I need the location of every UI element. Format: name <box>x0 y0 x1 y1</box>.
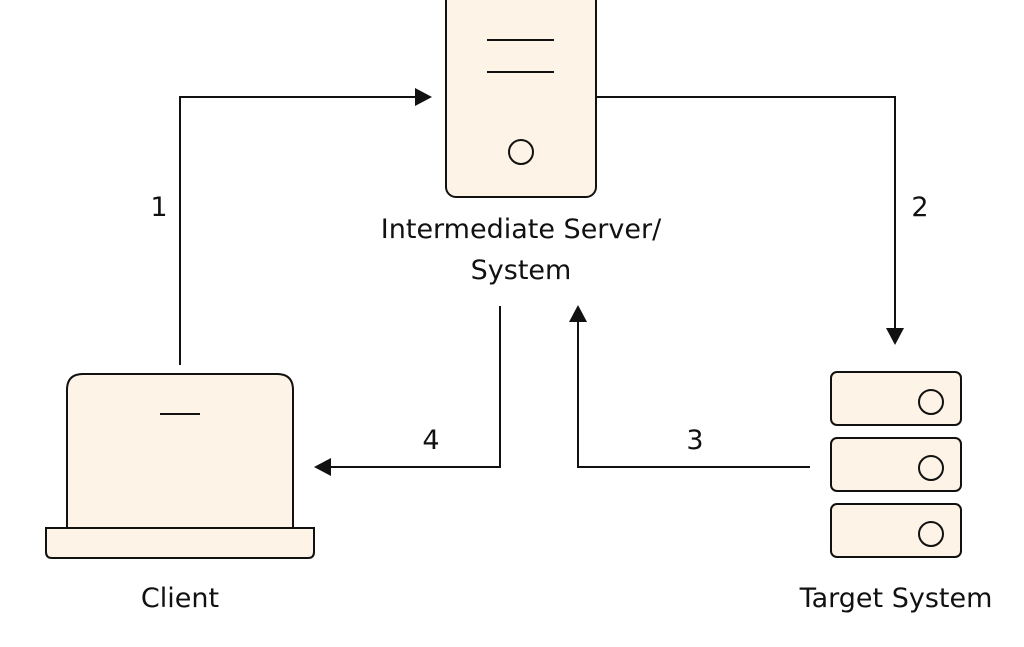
step-2-label: 2 <box>911 192 929 223</box>
step-4-label: 4 <box>422 425 440 456</box>
arrow-step-1 <box>179 88 432 365</box>
arrow-step-3 <box>569 305 810 468</box>
client-label: Client <box>140 583 220 614</box>
arrow-step-2 <box>597 96 904 345</box>
step-1-label: 1 <box>150 192 168 223</box>
server-rack-icon <box>830 371 962 558</box>
step-3-label: 3 <box>686 425 704 456</box>
target-system-label: Target System <box>799 583 993 614</box>
intermediate-label-line1: Intermediate Server/ <box>380 214 662 245</box>
laptop-icon <box>45 373 315 559</box>
intermediate-label-line2: System <box>470 255 572 286</box>
server-tower-icon <box>445 0 597 198</box>
arrow-step-4 <box>314 306 501 476</box>
